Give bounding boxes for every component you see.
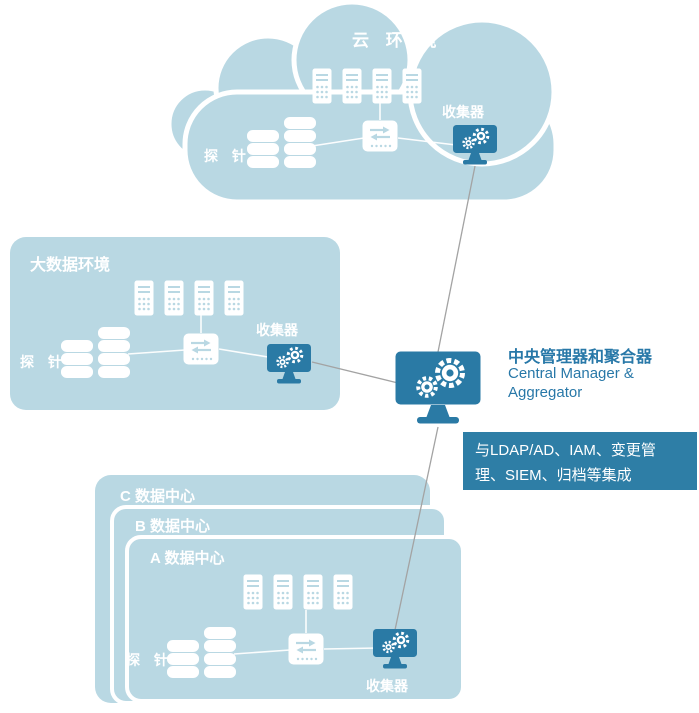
collector-label: 收集器: [256, 322, 298, 338]
probe-database-icon: [246, 112, 318, 170]
server-icon: [164, 280, 184, 316]
server-icon: [194, 280, 214, 316]
probe-label: 探 针: [126, 652, 173, 668]
datacenter-a-label: A 数据中心: [150, 550, 225, 567]
integration-note-line1: 与LDAP/AD、IAM、变更管: [475, 442, 656, 459]
server-icon: [372, 68, 392, 104]
central-manager-icon: [394, 350, 482, 426]
server-icon: [402, 68, 422, 104]
bigdata-title: 大数据环境: [30, 257, 111, 274]
server-icon: [134, 280, 154, 316]
collector-icon: [372, 628, 418, 670]
central-manager-title-zh: 中央管理器和聚合器: [508, 349, 653, 366]
switch-icon: [288, 633, 324, 665]
probe-label: 探 针: [204, 148, 251, 164]
collector-icon: [452, 124, 498, 166]
server-icon: [342, 68, 362, 104]
datacenter-c-label: C 数据中心: [120, 488, 196, 505]
server-icon: [243, 574, 263, 610]
probe-database-icon: [60, 322, 132, 380]
integration-note: 与LDAP/AD、IAM、变更管 理、SIEM、归档等集成: [463, 432, 697, 490]
switch-icon: [362, 120, 398, 152]
server-icon: [224, 280, 244, 316]
server-icon: [312, 68, 332, 104]
collector-label: 收集器: [442, 104, 484, 120]
central-manager-title-en-line2: Aggregator: [508, 384, 583, 401]
switch-icon: [183, 333, 219, 365]
collector-label: 收集器: [366, 678, 408, 694]
probe-label: 探 针: [20, 354, 67, 370]
server-icon: [303, 574, 323, 610]
cloud-title: 云 环 境: [352, 31, 443, 50]
collector-icon: [266, 343, 312, 385]
integration-note-line2: 理、SIEM、归档等集成: [475, 467, 632, 484]
server-icon: [273, 574, 293, 610]
central-manager-title-en-line1: Central Manager &: [508, 365, 634, 382]
datacenter-b-label: B 数据中心: [135, 518, 211, 535]
probe-database-icon: [166, 622, 238, 680]
server-icon: [333, 574, 353, 610]
